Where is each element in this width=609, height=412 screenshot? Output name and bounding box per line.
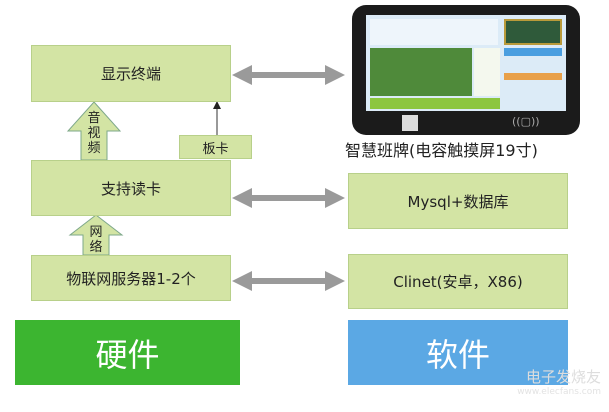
watermark-name: 电子发烧友 [525,368,601,386]
hardware-label: 硬件 [95,335,160,374]
display-terminal-box: 显示终端 [31,45,231,102]
board-card-label: 板卡 [202,141,229,157]
video-thumbnail [370,48,472,96]
software-label: 软件 [425,335,490,374]
watermark: 电子发烧友 www.elecfans.com [517,366,601,397]
iot-server-box: 物联网服务器1-2个 [31,255,231,301]
double-arrow-client [232,271,345,291]
double-arrow-display [232,65,345,85]
card-reading-box: 支持读卡 [31,160,231,216]
network-label: 网络 [89,225,103,255]
av-label: 音视频 [87,111,101,156]
qr-code-icon [402,115,418,131]
tablet-screen [366,15,566,111]
device-caption: 智慧班牌(电容触摸屏19寸) [345,141,538,160]
board-card-box: 板卡 [179,135,252,159]
double-arrow-database [232,188,345,208]
client-box: Clinet(安卓，X86) [348,254,568,309]
smart-class-board-image: ((▢)) [352,5,580,135]
card-reading-label: 支持读卡 [100,179,161,198]
software-box: 软件 [348,320,568,385]
watermark-url: www.elecfans.com [517,387,601,397]
database-label: Mysql+数据库 [407,192,509,211]
client-label: Clinet(安卓，X86) [393,273,523,291]
iot-server-label: 物联网服务器1-2个 [66,269,196,288]
nfc-icon: ((▢)) [512,115,540,128]
hardware-box: 硬件 [15,320,240,385]
database-box: Mysql+数据库 [348,173,568,229]
display-terminal-label: 显示终端 [100,65,161,83]
